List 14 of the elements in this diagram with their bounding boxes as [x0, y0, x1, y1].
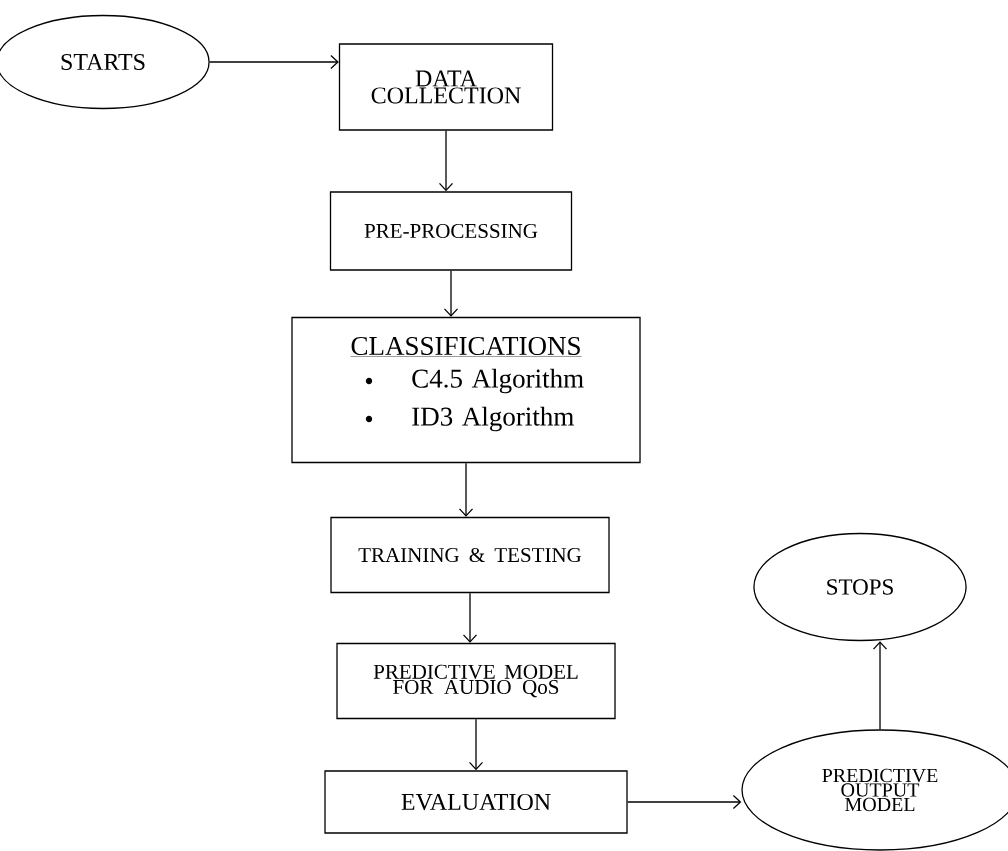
arrow [468, 718, 484, 771]
arrow [443, 270, 459, 317]
arrow [438, 130, 454, 192]
arrow [872, 641, 888, 730]
process-box: EVALUATION [324, 770, 628, 834]
process-box: DATA COLLECTION [338, 43, 554, 131]
process-box: PREDICTIVE MODEL FOR AUDIO QoS [336, 642, 616, 720]
arrow [462, 592, 478, 643]
arrow [627, 794, 742, 810]
arrow [209, 54, 339, 70]
process-box: PRE-PROCESSING [329, 191, 573, 271]
process-box: CLASSIFICATIONS C4.5 Algorithm ID3 Algorithm [291, 316, 641, 464]
arrow [458, 462, 474, 517]
process-box: TRAINING & TESTING [330, 516, 610, 594]
